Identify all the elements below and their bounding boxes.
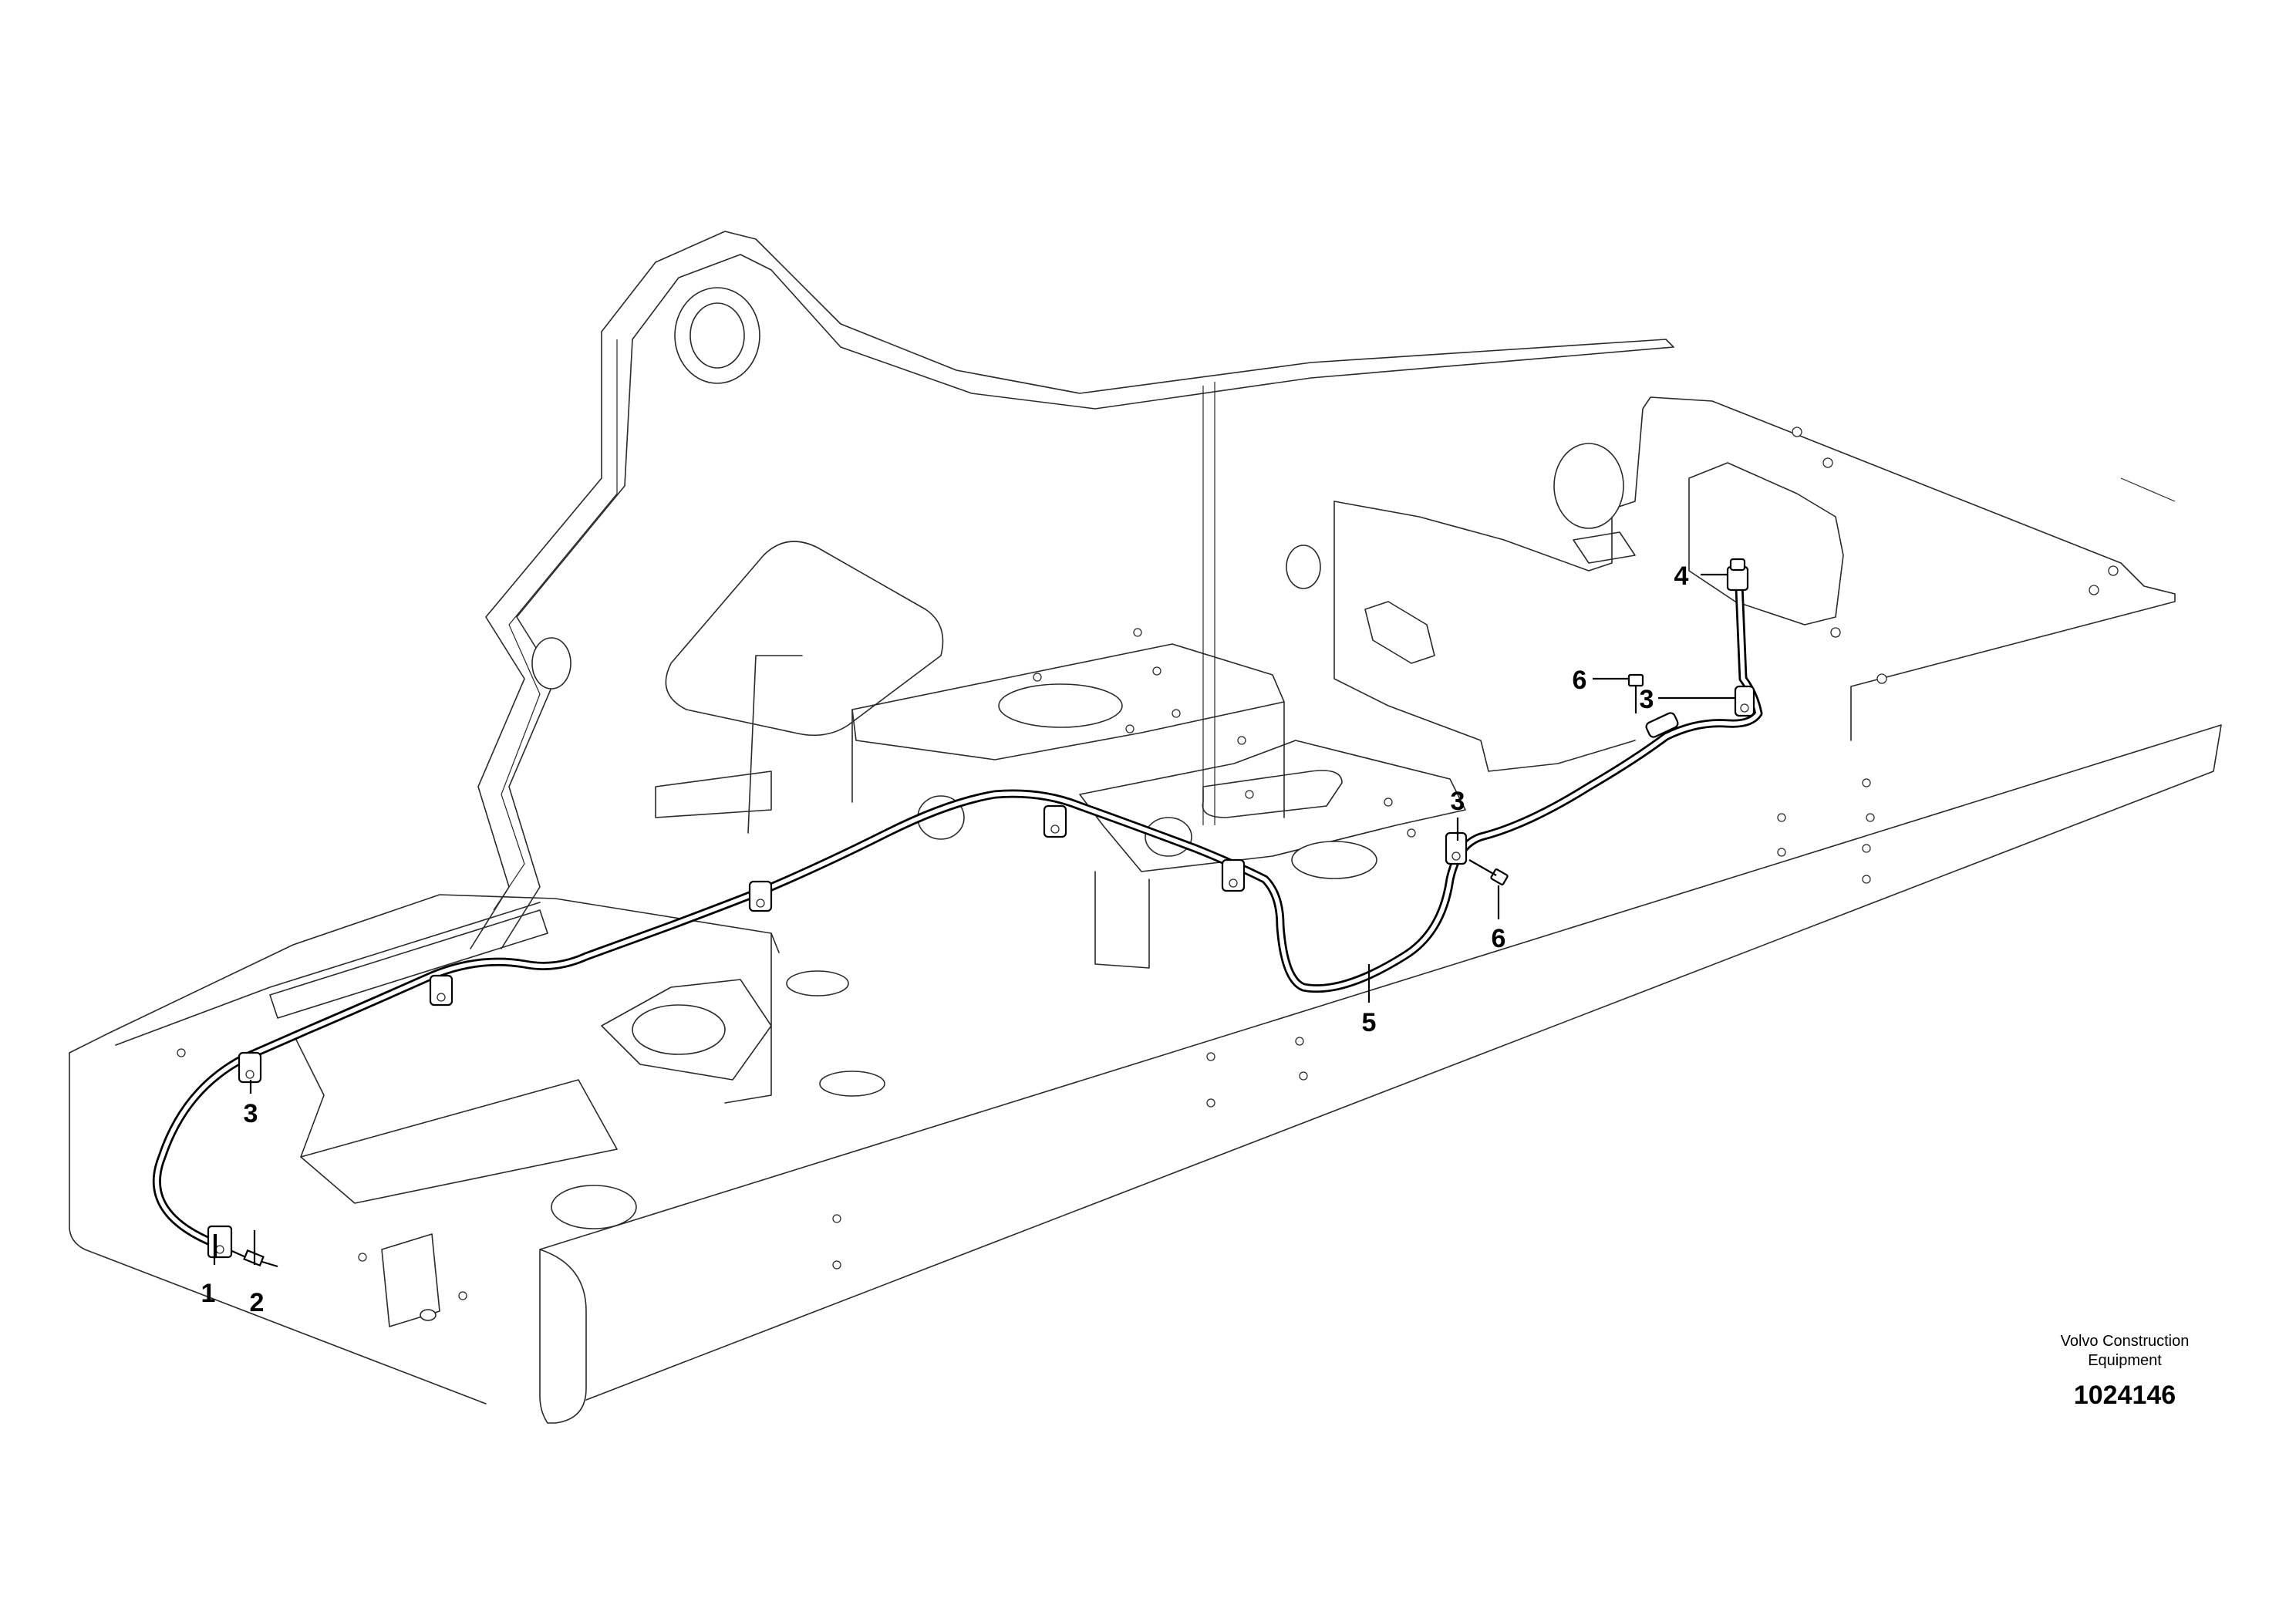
callout-3-rear: 3 [1640,685,1654,714]
callout-6-lower: 6 [1492,924,1506,953]
document-footer: Volvo Construction Equipment 1024146 [2061,1333,2190,1410]
bolt-lower [1468,859,1509,885]
callout-1: 1 [201,1279,216,1308]
boom-mount-tower [470,231,1674,949]
hose-clips [207,558,1755,1259]
callout-3-middle: 3 [1451,787,1465,816]
boom-cylinder-bore [531,637,571,690]
callout-6-upper: 6 [1573,666,1587,695]
brand-line-2: Equipment [2088,1352,2162,1369]
callouts: 1 2 3 3 3 4 5 6 6 [201,561,1689,1317]
bracket-front [207,1225,233,1259]
brand-line-1: Volvo Construction [2061,1333,2190,1350]
clip-5 [1221,858,1246,892]
callout-5: 5 [1362,1008,1377,1037]
callout-4: 4 [1674,561,1689,591]
clip-6 [1445,831,1468,865]
clip-2 [429,974,453,1007]
clip-7 [1734,685,1755,717]
access-cover [381,1233,440,1327]
document-number: 1024146 [2074,1381,2176,1410]
clip-4 [1043,804,1067,838]
sleeve [1645,712,1679,738]
elbow-fitting [1726,558,1749,592]
rear-frame-structure [1286,396,2176,772]
lower-frame [69,724,2222,1424]
leader-lines [213,573,1735,1265]
clip-1 [238,1051,262,1084]
tower-lightening-hole [665,541,944,737]
swing-bearing-hole [998,683,1123,728]
bolt-upper [1627,673,1644,713]
callout-2: 2 [250,1288,265,1317]
callout-3-front: 3 [244,1099,258,1128]
clip-3 [748,880,773,912]
